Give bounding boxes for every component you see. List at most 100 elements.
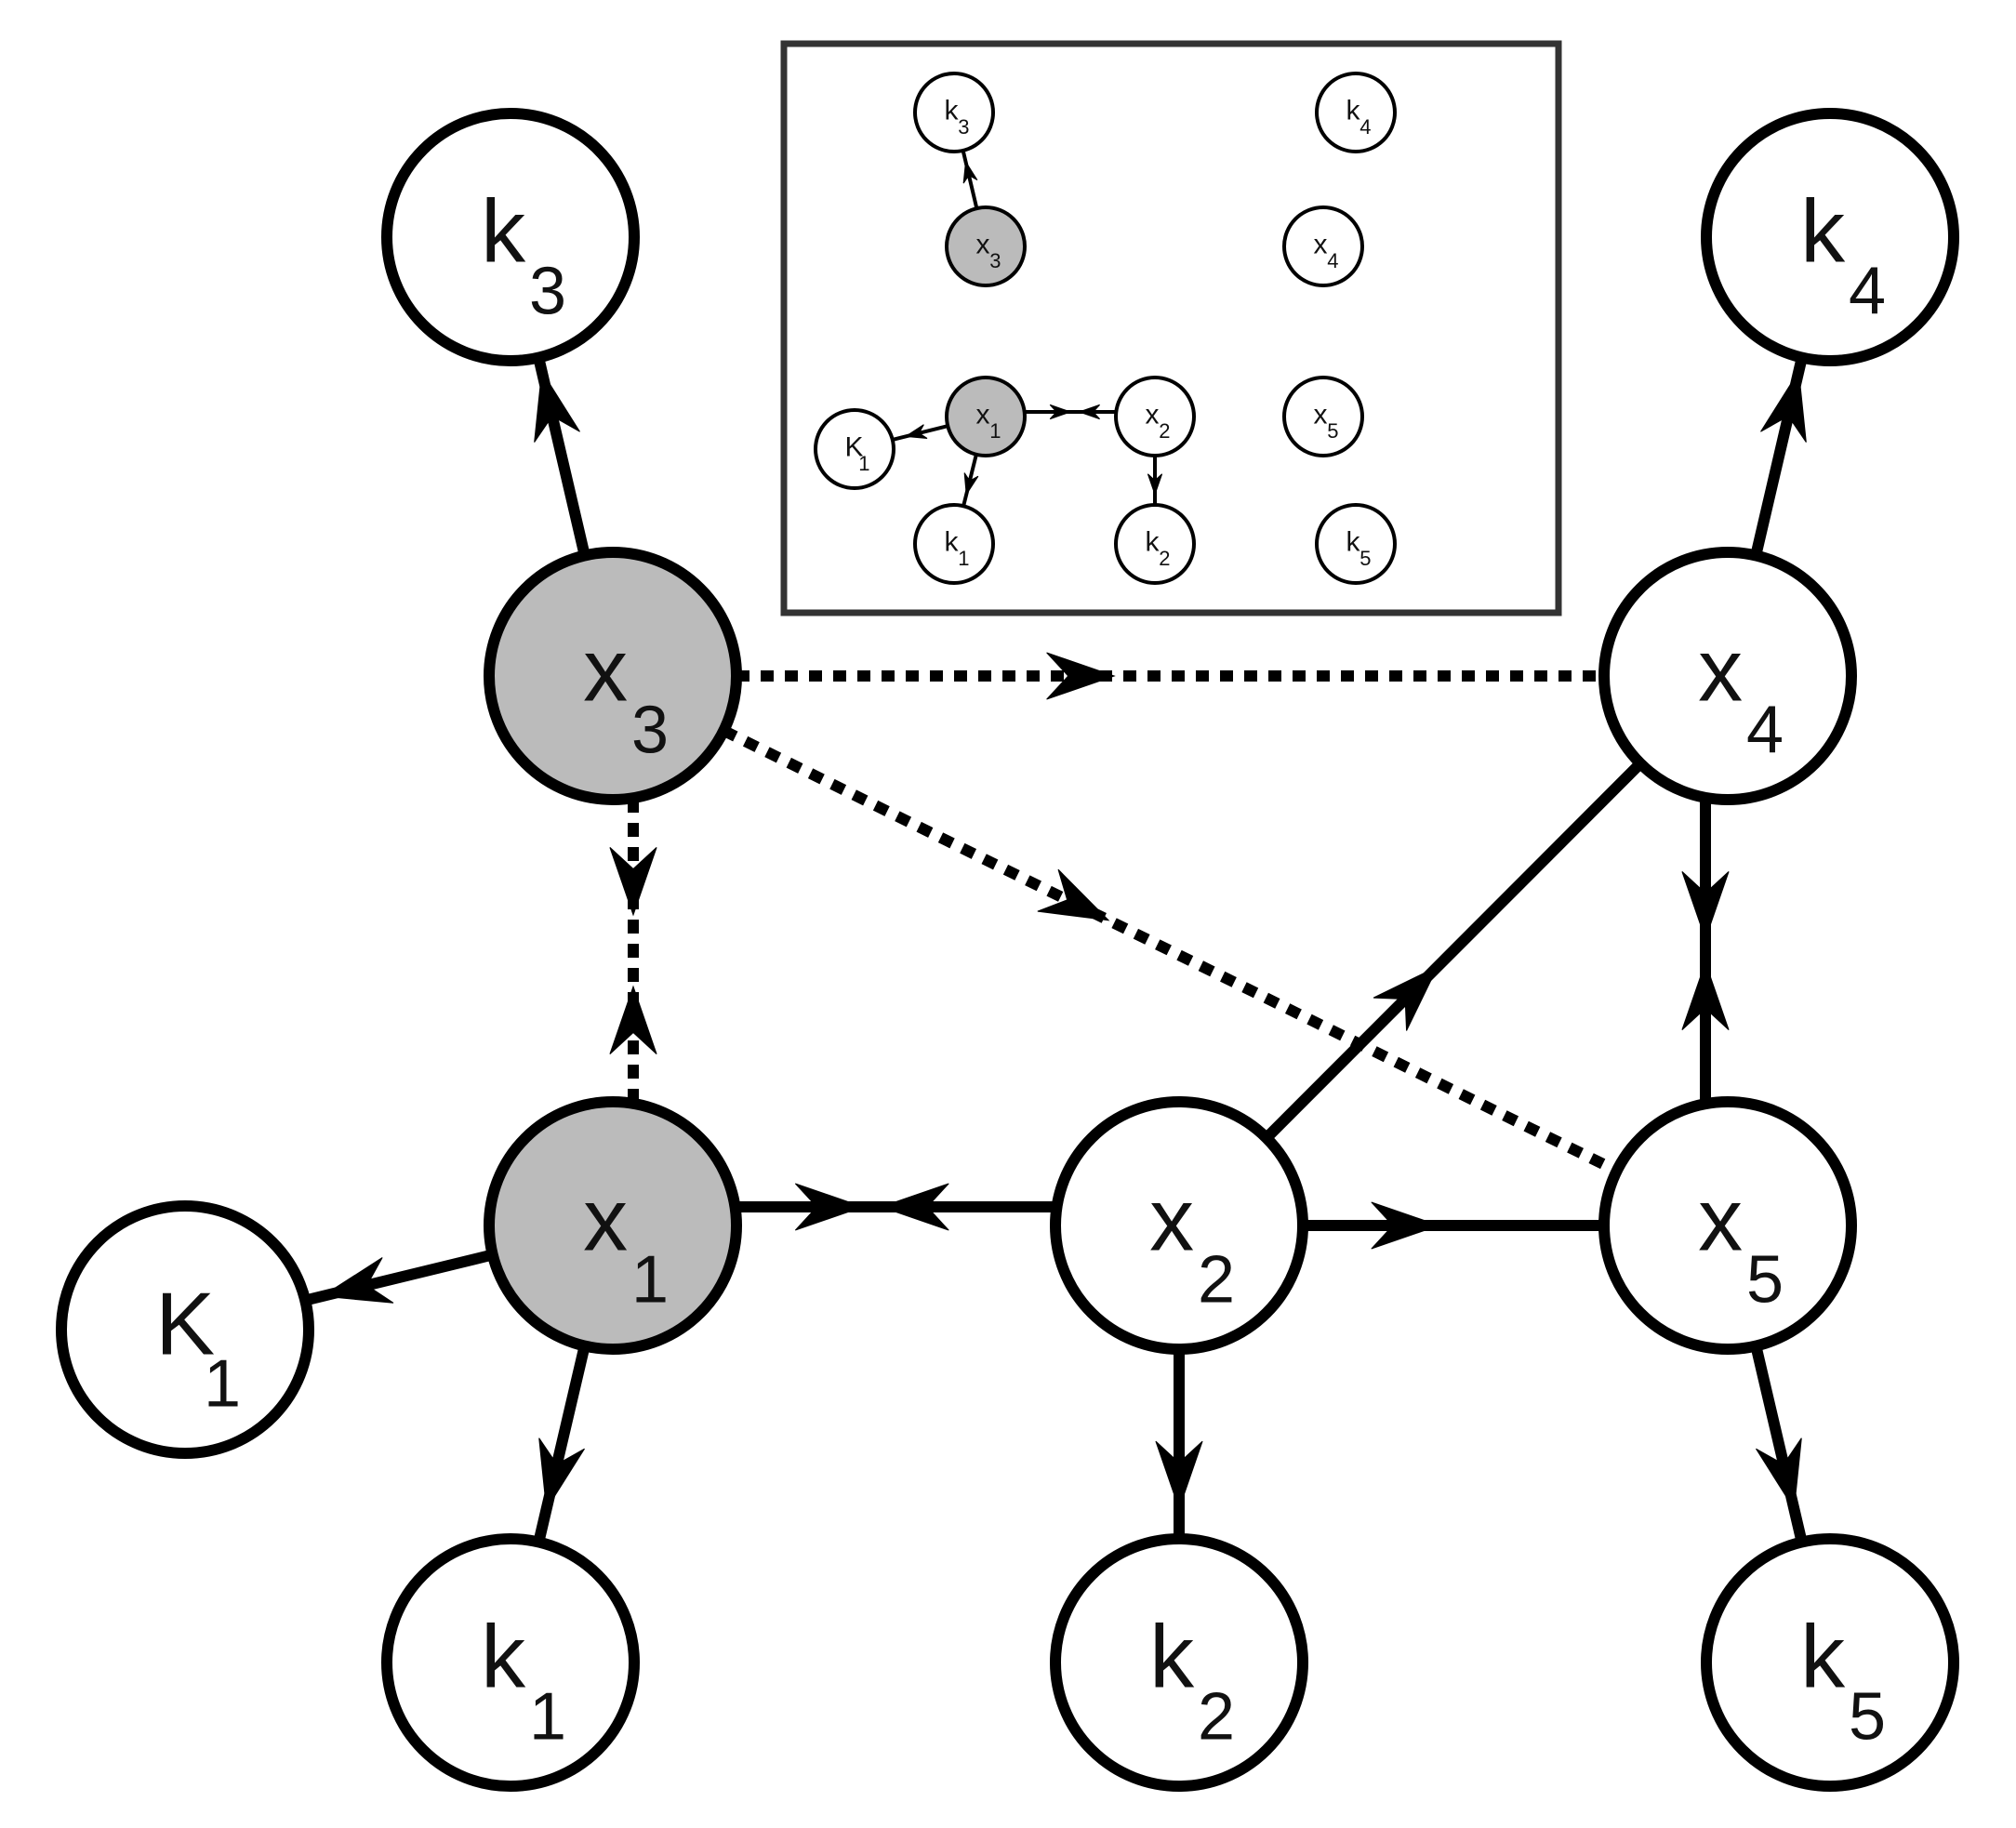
node-circle [1050, 1096, 1308, 1355]
node-circle [56, 1200, 314, 1459]
node-circle [913, 72, 995, 153]
node-x2: x2 [1114, 376, 1196, 457]
edge-x3-to-x5 [721, 725, 1620, 1176]
node-label: x [1314, 230, 1328, 260]
arrow-head [1049, 404, 1072, 420]
node-subscript: 1 [958, 547, 969, 570]
edge-x1-to-x2 [736, 1183, 1055, 1231]
node-k2: k2 [1114, 503, 1196, 585]
node-subscript: 4 [1327, 249, 1338, 272]
node-label: k [1800, 1608, 1846, 1707]
edge-x3-to-k3 [961, 150, 979, 209]
edge-x1-to-K1 [303, 1249, 495, 1306]
node-x3: x3 [484, 547, 742, 805]
node-circle [1598, 547, 1857, 805]
node-circle [484, 547, 742, 805]
edge-x5-to-k5 [1750, 1345, 1808, 1543]
node-circle [1315, 503, 1397, 585]
main-edges [303, 356, 1808, 1543]
node-subscript: 4 [1359, 115, 1371, 139]
node-circle [1701, 1533, 1959, 1792]
node-subscript: 2 [1159, 547, 1170, 570]
node-label: x [976, 400, 990, 431]
node-circle [1282, 376, 1364, 457]
edge-x1-to-x2 [1025, 404, 1116, 420]
edge-line [1262, 759, 1645, 1143]
node-label: k [1149, 1608, 1195, 1707]
node-label: x [1698, 1171, 1743, 1270]
edge-line [533, 1345, 590, 1543]
arrow-head [1756, 1437, 1802, 1511]
arrow-head [963, 472, 979, 497]
edge-x3-to-x4 [736, 652, 1604, 700]
node-circle [1315, 72, 1397, 153]
node-k3: k3 [913, 72, 995, 153]
node-K1: K1 [814, 408, 895, 490]
node-circle [1114, 376, 1196, 457]
node-circle [913, 503, 995, 585]
node-x4: x4 [1282, 205, 1364, 287]
inset-edges [892, 150, 1163, 507]
edge-line [892, 424, 948, 442]
node-label: k [1800, 182, 1846, 282]
node-k5: k5 [1701, 1533, 1959, 1792]
edge-x1-to-K1 [892, 424, 948, 442]
node-x3: x3 [945, 205, 1027, 287]
node-subscript: 5 [1327, 419, 1338, 443]
node-x5: x5 [1598, 1096, 1857, 1355]
node-subscript: 2 [1198, 1242, 1235, 1317]
node-subscript: 3 [958, 115, 969, 139]
node-label: x [1698, 621, 1743, 721]
node-circle [945, 376, 1027, 457]
node-circle [1598, 1096, 1857, 1355]
edge-x1-to-k1 [533, 1345, 590, 1543]
node-subscript: 2 [1198, 1679, 1235, 1754]
arrow-head [1147, 473, 1163, 497]
edge-line [961, 150, 979, 209]
edge-x1-to-k1 [962, 454, 979, 507]
edge-x3-to-k3 [533, 356, 590, 557]
node-circle [945, 205, 1027, 287]
arrow-head [794, 1183, 865, 1231]
node-k4: k4 [1315, 72, 1397, 153]
node-circle [1114, 503, 1196, 585]
arrow-head [1371, 1201, 1440, 1250]
node-circle [1282, 205, 1364, 287]
node-k2: k2 [1050, 1533, 1308, 1792]
edge-x2-to-k2 [1147, 456, 1163, 505]
edge-x1-to-x3 [609, 800, 657, 1102]
node-label: x [1314, 400, 1328, 431]
node-subscript: 5 [1849, 1679, 1886, 1754]
node-k3: k3 [381, 108, 640, 366]
arrow-head [538, 1437, 585, 1511]
node-subscript: 5 [1359, 547, 1371, 570]
arrow-head [904, 424, 928, 439]
edge-line [1750, 1345, 1808, 1543]
arrow-head [1681, 960, 1730, 1030]
arrow-head [962, 160, 978, 184]
node-subscript: 2 [1159, 419, 1170, 443]
node-label: k [1346, 527, 1361, 558]
node-label: k [481, 1608, 526, 1707]
node-label: k [945, 96, 960, 126]
arrow-head [321, 1257, 394, 1304]
node-x5: x5 [1282, 376, 1364, 457]
node-label: k [1146, 527, 1161, 558]
node-x4: x4 [1598, 547, 1857, 805]
node-x1: x1 [484, 1096, 742, 1355]
node-subscript: 1 [858, 452, 869, 475]
node-circle [381, 108, 640, 366]
node-k4: k4 [1701, 108, 1959, 366]
node-subscript: 4 [1746, 693, 1784, 767]
node-x1: x1 [945, 376, 1027, 457]
node-subscript: 3 [631, 693, 669, 767]
node-label: k [481, 182, 526, 282]
node-k1: k1 [913, 503, 995, 585]
arrow-head [534, 369, 580, 443]
node-k5: k5 [1315, 503, 1397, 585]
node-K1: K1 [56, 1200, 314, 1459]
node-x2: x2 [1050, 1096, 1308, 1355]
